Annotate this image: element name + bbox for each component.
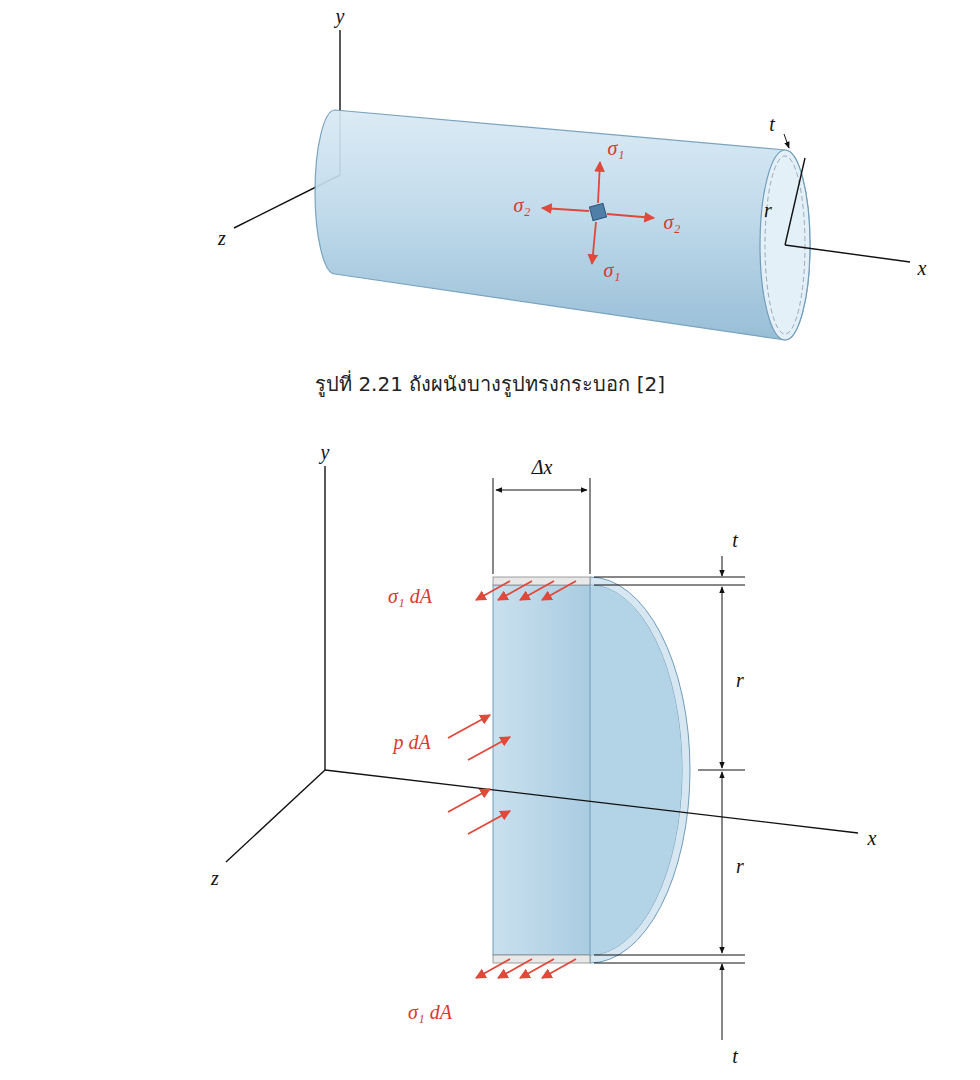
dimension-label: Δx	[532, 456, 553, 478]
dimension-label: r	[764, 199, 772, 221]
force-label: σ₁	[608, 137, 625, 159]
force-label: σ₂	[514, 194, 531, 216]
figure-caption: รูปที่ 2.21 ถังผนังบางรูปทรงกระบอก [2]	[315, 368, 665, 400]
dimension-label: r	[736, 669, 744, 691]
force-label: σ₁ dA	[408, 1001, 452, 1023]
dimension-label: t	[769, 113, 775, 135]
axes-top-x	[784, 134, 910, 262]
force-label: σ₁ dA	[388, 585, 432, 607]
dimension-label: x	[868, 827, 877, 849]
axes-bottom-x	[325, 770, 858, 833]
dimension-label: x	[918, 257, 927, 279]
half-cylinder-section	[493, 577, 690, 963]
axes-bottom	[226, 466, 325, 862]
dimension-label: z	[211, 867, 219, 889]
dimension-label: t	[732, 1045, 738, 1067]
dimension-label: t	[732, 529, 738, 551]
force-arrows	[448, 581, 576, 978]
force-label: σ₁	[604, 259, 621, 281]
dimension-label: y	[336, 5, 345, 27]
dimension-lines	[493, 478, 745, 1040]
dimension-label: y	[321, 441, 330, 463]
dimension-label: r	[736, 855, 744, 877]
force-label: p dA	[393, 731, 430, 753]
force-label: σ₂	[664, 211, 681, 233]
dimension-label: z	[218, 227, 226, 249]
cylinder	[315, 110, 810, 340]
stress-element	[542, 162, 654, 264]
